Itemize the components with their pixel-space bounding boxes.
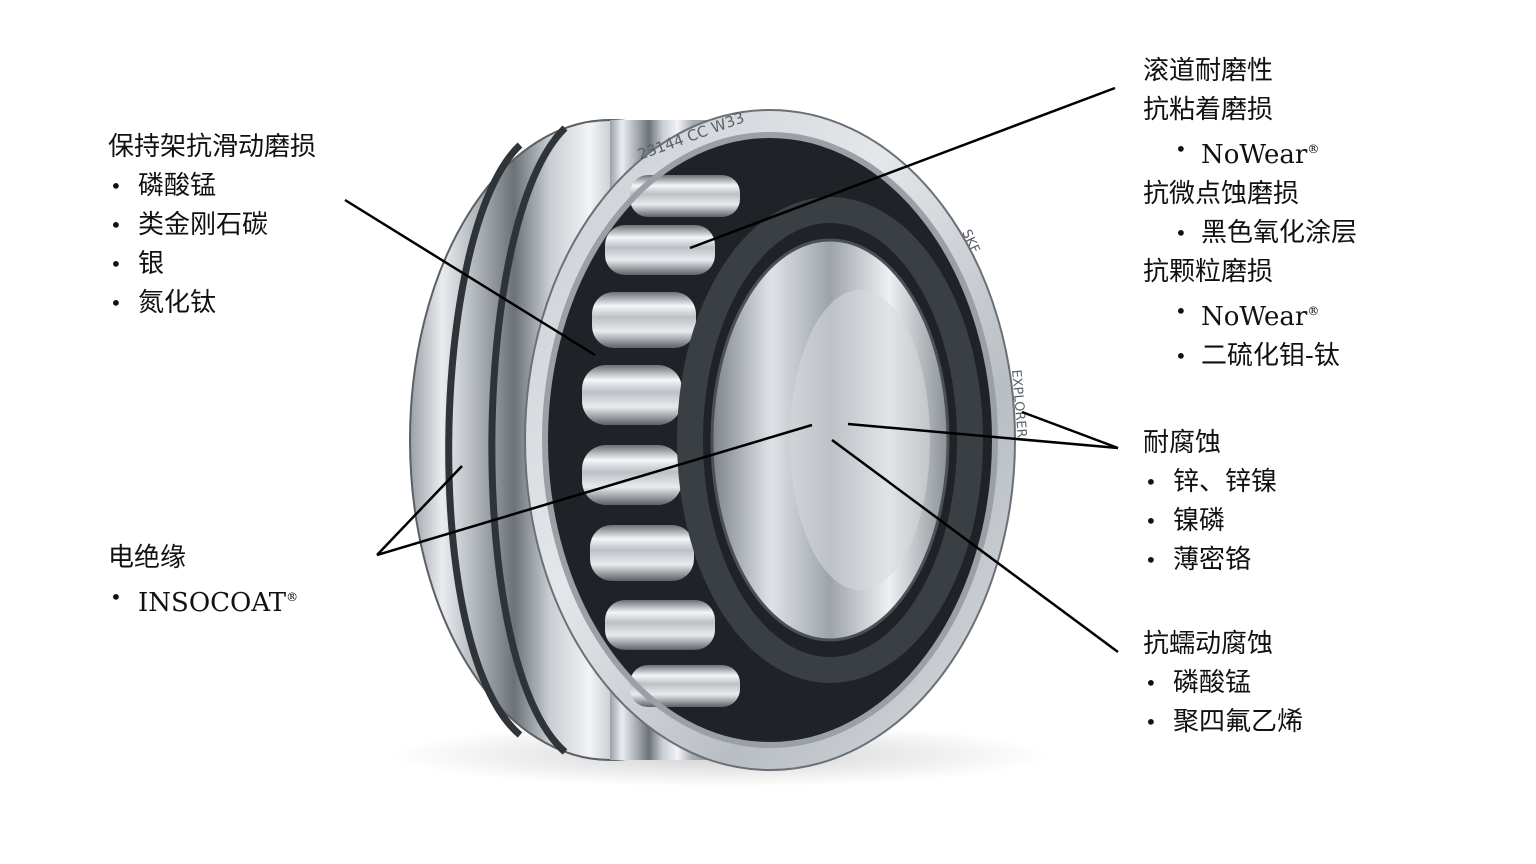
callout-corrosion-title: 耐腐蚀 (1143, 428, 1222, 458)
roller (605, 600, 715, 650)
leader-corrosion-a (847, 422, 1119, 450)
registered-mark: ® (1307, 304, 1320, 318)
leader-electrical-b (376, 423, 813, 557)
leader-raceway (689, 86, 1116, 250)
groove-1 (445, 142, 523, 738)
roller (582, 365, 682, 425)
callout-fretting-item: 聚四氟乙烯 (1143, 703, 1303, 742)
callout-cage-item: 类金刚石碳 (108, 206, 316, 245)
leader-electrical-a (376, 465, 463, 556)
ring-marking-series: EXPLORER (1008, 369, 1029, 438)
leader-fretting (831, 438, 1119, 654)
callout-raceway-sub3-item2: 二硫化钼-钛 (1143, 337, 1357, 376)
callout-fretting: 抗蠕动腐蚀 磷酸锰 聚四氟乙烯 (1143, 625, 1303, 742)
callout-corrosion-item: 薄密铬 (1143, 541, 1277, 580)
groove-2 (488, 125, 568, 755)
cage-ring (677, 197, 983, 683)
registered-mark: ® (1307, 142, 1320, 156)
callout-cage-title: 保持架抗滑动磨损 (108, 132, 317, 162)
callout-raceway-sub3: 抗颗粒磨损 (1143, 257, 1274, 287)
callout-raceway: 滚道耐磨性 抗粘着磨损 NoWear® 抗微点蚀磨损 黑色氧化涂层 抗颗粒磨损 … (1143, 52, 1357, 376)
nowear-text: NoWear (1201, 302, 1308, 332)
outer-ring-lip (542, 132, 998, 748)
callout-fretting-title: 抗蠕动腐蚀 (1143, 629, 1274, 659)
roller (630, 665, 740, 707)
callout-corrosion-item: 镍磷 (1143, 502, 1277, 541)
callout-electrical-item: INSOCOAT® (108, 578, 298, 623)
callout-raceway-sub3-item1: NoWear® (1143, 292, 1357, 337)
callout-raceway-title: 滚道耐磨性 (1143, 56, 1274, 86)
registered-mark: ® (286, 590, 299, 604)
insocoat-text: INSOCOAT (138, 588, 287, 618)
callout-raceway-sub2: 抗微点蚀磨损 (1143, 179, 1300, 209)
bore-depth (790, 290, 930, 590)
callout-electrical: 电绝缘 INSOCOAT® (108, 539, 298, 623)
leader-cage (344, 198, 596, 357)
callout-raceway-sub1: 抗粘着磨损 (1143, 95, 1274, 125)
callout-fretting-item: 磷酸锰 (1143, 664, 1303, 703)
callout-corrosion-item: 锌、锌镍 (1143, 463, 1277, 502)
roller (582, 445, 682, 505)
leader-corrosion-b (1021, 410, 1119, 450)
nowear-text: NoWear (1201, 140, 1308, 170)
callout-raceway-sub1-item: NoWear® (1143, 130, 1357, 175)
callout-electrical-title: 电绝缘 (108, 543, 187, 573)
callout-corrosion: 耐腐蚀 锌、锌镍 镍磷 薄密铬 (1143, 424, 1277, 580)
callout-cage-item: 磷酸锰 (108, 167, 316, 206)
roller (630, 175, 740, 217)
roller (592, 292, 696, 348)
callout-cage-item: 氮化钛 (108, 284, 316, 323)
roller-group (582, 175, 740, 707)
callout-raceway-sub2-item: 黑色氧化涂层 (1143, 214, 1357, 253)
callout-cage: 保持架抗滑动磨损 磷酸锰 类金刚石碳 银 氮化钛 (108, 128, 316, 323)
roller (590, 525, 694, 581)
callout-cage-item: 银 (108, 245, 316, 284)
roller (605, 225, 715, 275)
